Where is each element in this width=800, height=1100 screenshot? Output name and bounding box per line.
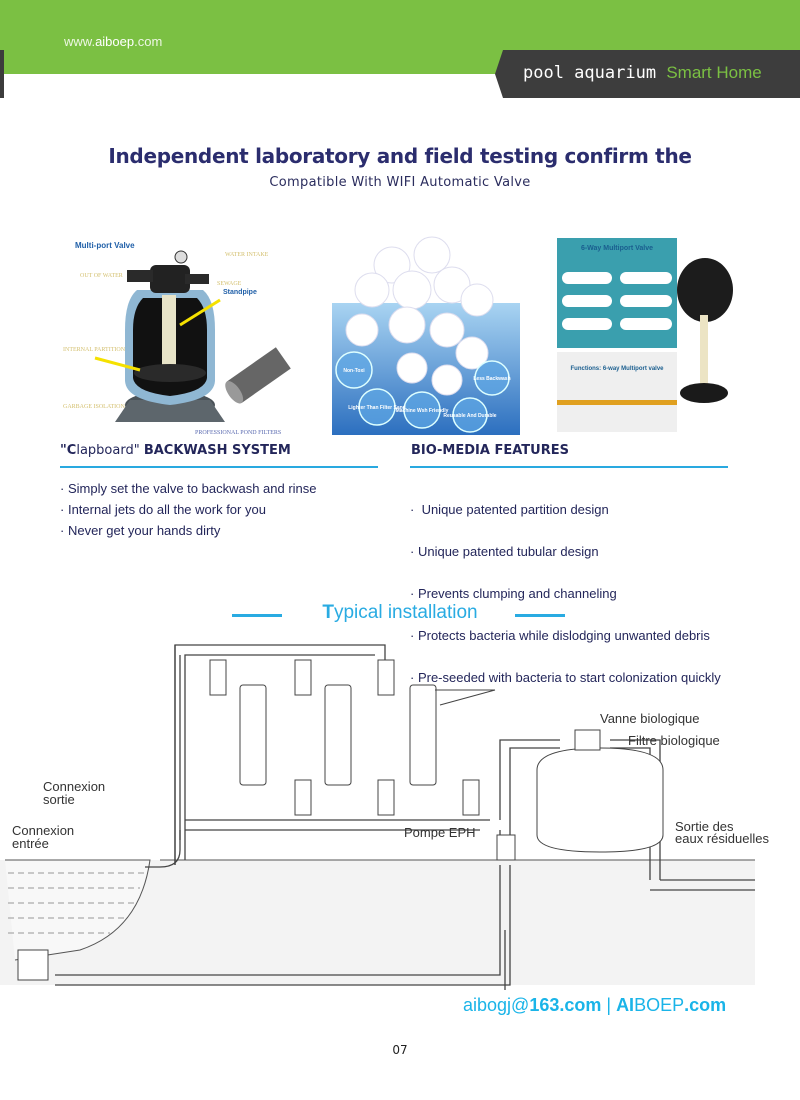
title-rule-left [232,614,282,617]
valve-number: 05 [600,323,608,330]
filter-cutaway-image: Multi-port Valve WATER INTAKE OUT OF WAT… [55,230,300,440]
page-title: Independent laboratory and field testing… [108,144,692,168]
installation-diagram: Vanne biologique Filtre biologique Conne… [0,644,769,990]
bio-media-bullets: Unique patented partition design Unique … [410,478,721,688]
label-connexion-sortie-2: sortie [43,792,75,807]
tab-subtitle: Smart Home [666,63,762,82]
badge-non-toxic: Non-Toxi [343,368,365,374]
valve-functions-title: Functions: 6-way Multiport valve [570,366,664,372]
list-item: Internal jets do all the work for you [60,499,317,520]
label-connexion-sortie: Connexion [43,779,105,794]
label-water-intake: WATER INTAKE [225,252,269,258]
label-vanne-biologique: Vanne biologique [600,711,700,726]
label-garbage-isolation: GARBAGE ISOLATION [63,404,125,410]
tab-title: pool aquarium [523,63,657,83]
filter-balls-image: Non-Toxi Less Backwash Lighter Than Filt… [332,235,520,435]
list-item: Pre-seeded with bacteria to start coloni… [410,667,721,688]
label-eaux-residuelles: eaux résiduelles [675,831,769,846]
valve-number: 01 [600,277,608,284]
valve-number: 06 [659,323,667,330]
page-number: 07 [392,1043,408,1057]
header-tab: pool aquarium Smart Home [495,50,800,98]
list-item: Protects bacteria while dislodging unwan… [410,625,721,646]
backwash-bullets: Simply set the valve to backwash and rin… [60,478,317,541]
label-filtre-biologique: Filtre biologique [628,733,720,748]
bio-media-underline [410,466,728,468]
header-left-bar [0,50,4,98]
badge-reusable: Reusable And Durable [443,413,496,419]
label-sortie-des: Sortie des [675,819,734,834]
title-rule-right [515,614,565,617]
badge-less-backwash: Less Backwash [473,376,510,382]
backwash-underline [60,466,378,468]
list-item: Simply set the valve to backwash and rin… [60,478,317,499]
bio-media-heading: BIO-MEDIA FEATURES [411,443,569,458]
badge-machine-wash: Machine Wsh Friendly [396,408,449,414]
backwash-heading: "Clapboard" BACKWASH SYSTEM [60,443,291,458]
valve-number: 03 [600,300,608,307]
list-item: Unique patented partition design [410,499,721,520]
label-internal-partition: INTERNAL PARTITION [63,347,126,353]
list-item: Prevents clumping and channeling [410,583,721,604]
valve-number: 02 [659,277,667,284]
page-subtitle: Compatible With WIFI Automatic Valve [269,175,531,190]
website-url[interactable]: www.aiboep.com [64,34,163,49]
footer-contact[interactable]: aibogj@163.com | AIBOEP.com [463,995,727,1015]
valve-number: 04 [659,300,667,307]
label-connexion-entree-2: entrée [12,836,49,851]
label-out-of-water: OUT OF WATER [80,273,123,279]
label-pompe-eph: Pompe EPH [404,825,476,840]
label-multiport-valve: Multi-port Valve [75,241,135,250]
installation-title: Typical installation [322,602,478,623]
label-standpipe: Standpipe [223,289,257,296]
valve-panel-title: 6-Way Multiport Valve [581,245,653,252]
label-pond-filters: PROFESSIONAL POND FILTERS [195,430,281,436]
multiport-valve-image: 6-Way Multiport Valve 01 02 03 04 05 06 Funct… [555,235,735,435]
list-item: Never get your hands dirty [60,520,317,541]
label-sewage: SEWAGE [217,281,242,287]
list-item: Unique patented tubular design [410,541,721,562]
label-connexion-entree: Connexion [12,823,74,838]
badge-lighter: Lighter Than Filter Sand [348,405,406,411]
